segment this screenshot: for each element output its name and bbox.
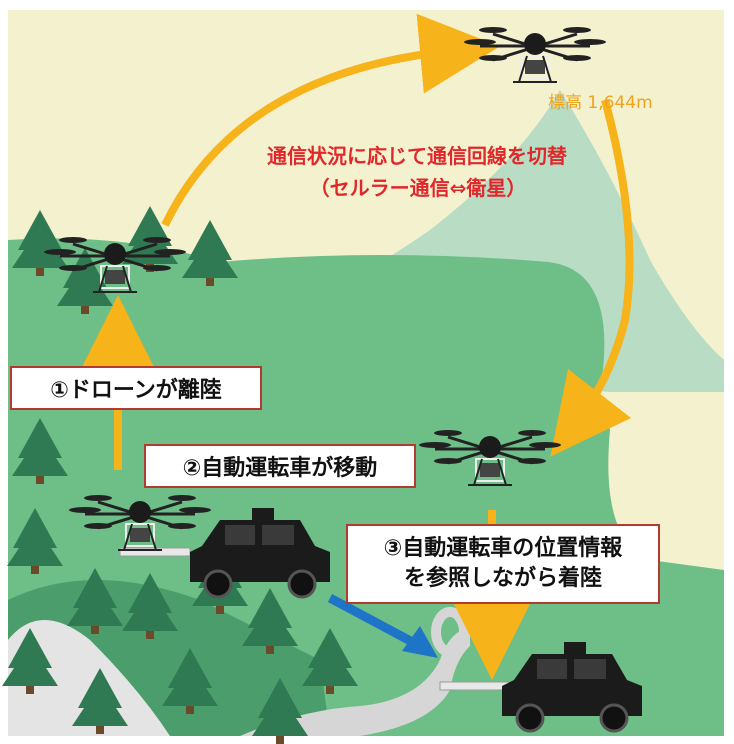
flight-path-descent	[550, 98, 634, 457]
step3-box: ③自動運転車の位置情報 を参照しながら着陸	[346, 524, 660, 604]
step2-box: ②自動運転車が移動	[144, 444, 416, 488]
step3-line2: を参照しながら着陸	[403, 566, 602, 591]
approach-arrow	[327, 594, 421, 649]
road-right	[240, 628, 470, 736]
landing-pad-2	[439, 681, 511, 691]
comm-switch-text: 通信状況に応じて通信回線を切替	[267, 144, 567, 168]
step1-box: ①ドローンが離陸	[10, 366, 262, 410]
comm-switch-subtext: （セルラー通信⇔衛星）	[309, 176, 527, 200]
road-left	[8, 620, 170, 736]
step3-line1: ③自動運転車の位置情報	[383, 536, 623, 561]
altitude-label: 標高 1,644m	[548, 93, 653, 113]
flight-path-ascent	[161, 13, 500, 227]
approach-arrowhead	[402, 626, 438, 658]
